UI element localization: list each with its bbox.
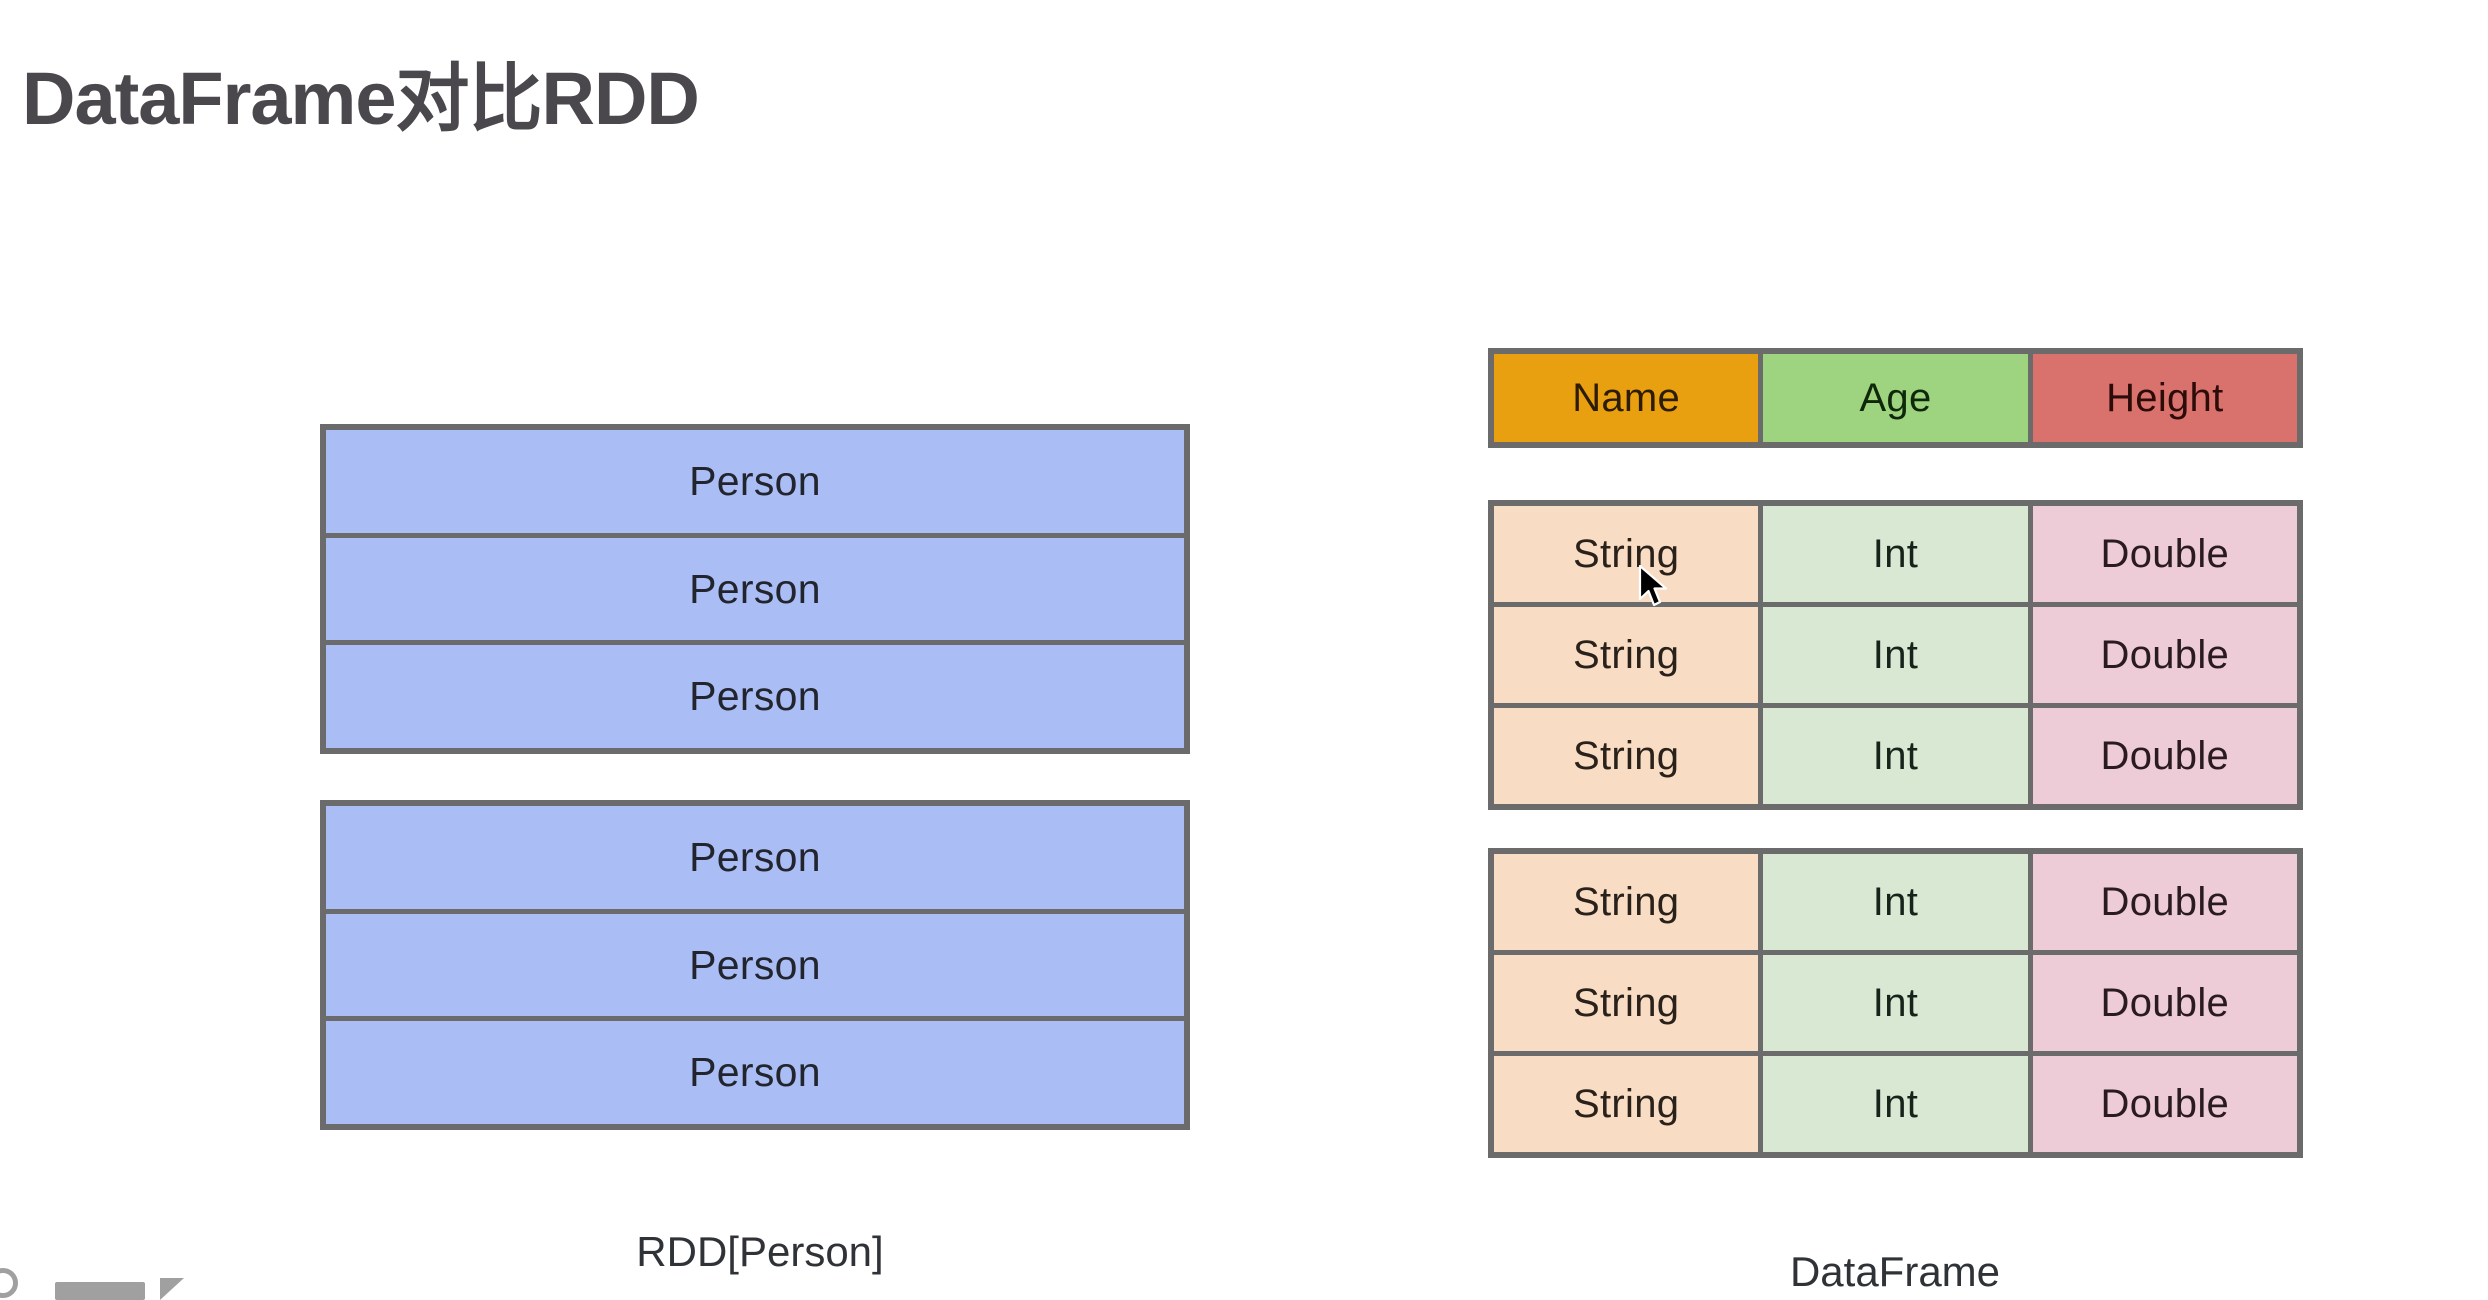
- record-circle-icon[interactable]: [0, 1268, 18, 1298]
- bottom-toolbar: [0, 1266, 260, 1300]
- cell-name-type: String: [1494, 607, 1759, 703]
- dataframe-group: String Int Double String Int Double Stri…: [1488, 500, 2303, 810]
- cell-age-type: Int: [1763, 854, 2028, 950]
- dataframe-header-row: Name Age Height: [1494, 354, 2297, 442]
- cell-height-type: Double: [2032, 1056, 2297, 1152]
- table-row: String Int Double: [1494, 1056, 2297, 1152]
- table-row: String Int Double: [1494, 955, 2297, 1051]
- cell-age-type: Int: [1763, 607, 2028, 703]
- cell-height-type: Double: [2032, 506, 2297, 602]
- rdd-row: Person: [326, 645, 1184, 749]
- column-header-age: Age: [1763, 354, 2028, 442]
- cell-name-type: String: [1494, 955, 1759, 1051]
- cell-height-type: Double: [2032, 708, 2297, 804]
- column-header-name: Name: [1494, 354, 1759, 442]
- table-row: String Int Double: [1494, 708, 2297, 804]
- table-row: String Int Double: [1494, 506, 2297, 602]
- rdd-row: Person: [326, 430, 1184, 533]
- cell-name-type: String: [1494, 708, 1759, 804]
- table-row: String Int Double: [1494, 607, 2297, 703]
- rdd-group: Person Person Person: [320, 800, 1190, 1130]
- rdd-group: Person Person Person: [320, 424, 1190, 754]
- dataframe-header-group: Name Age Height: [1488, 348, 2303, 448]
- play-pointer-icon[interactable]: [160, 1278, 184, 1300]
- page-title: DataFrame对比RDD: [22, 57, 700, 140]
- cell-name-type: String: [1494, 506, 1759, 602]
- slide-bar-icon[interactable]: [55, 1282, 145, 1300]
- cell-name-type: String: [1494, 854, 1759, 950]
- rdd-row: Person: [326, 1021, 1184, 1125]
- rdd-row: Person: [326, 537, 1184, 641]
- cell-height-type: Double: [2032, 955, 2297, 1051]
- cell-age-type: Int: [1763, 1056, 2028, 1152]
- cell-height-type: Double: [2032, 854, 2297, 950]
- cell-age-type: Int: [1763, 708, 2028, 804]
- rdd-row: Person: [326, 806, 1184, 909]
- column-header-height: Height: [2032, 354, 2297, 442]
- cell-age-type: Int: [1763, 955, 2028, 1051]
- cell-height-type: Double: [2032, 607, 2297, 703]
- dataframe-group: String Int Double String Int Double Stri…: [1488, 848, 2303, 1158]
- cell-name-type: String: [1494, 1056, 1759, 1152]
- dataframe-caption: DataFrame: [1789, 1248, 2001, 1295]
- rdd-caption: RDD[Person]: [636, 1228, 884, 1275]
- rdd-row: Person: [326, 913, 1184, 1017]
- cell-age-type: Int: [1763, 506, 2028, 602]
- table-row: String Int Double: [1494, 854, 2297, 950]
